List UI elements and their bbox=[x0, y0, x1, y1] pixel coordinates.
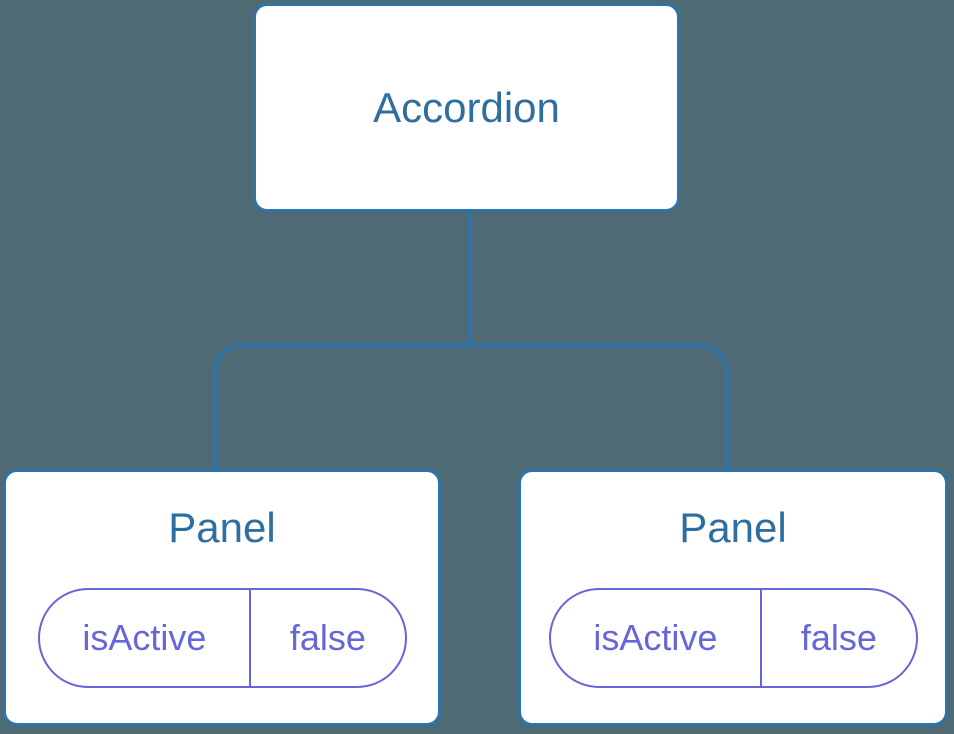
panel-node-label: Panel bbox=[679, 504, 787, 551]
connector-branch-bracket bbox=[213, 343, 729, 469]
state-value-label: false bbox=[800, 617, 877, 658]
connector-stem bbox=[468, 211, 472, 347]
state-pill: isActive false bbox=[37, 588, 407, 688]
tree-node-accordion: Accordion bbox=[253, 3, 680, 212]
tree-node-panel-left: Panel isActive false bbox=[3, 469, 441, 726]
state-value-label: false bbox=[289, 617, 366, 658]
panel-node-label: Panel bbox=[168, 504, 276, 551]
tree-node-panel-right: Panel isActive false bbox=[518, 469, 948, 726]
state-pill: isActive false bbox=[548, 588, 918, 688]
state-key-label: isActive bbox=[551, 590, 763, 686]
accordion-node-label: Accordion bbox=[373, 83, 560, 131]
state-key-label: isActive bbox=[40, 590, 252, 686]
